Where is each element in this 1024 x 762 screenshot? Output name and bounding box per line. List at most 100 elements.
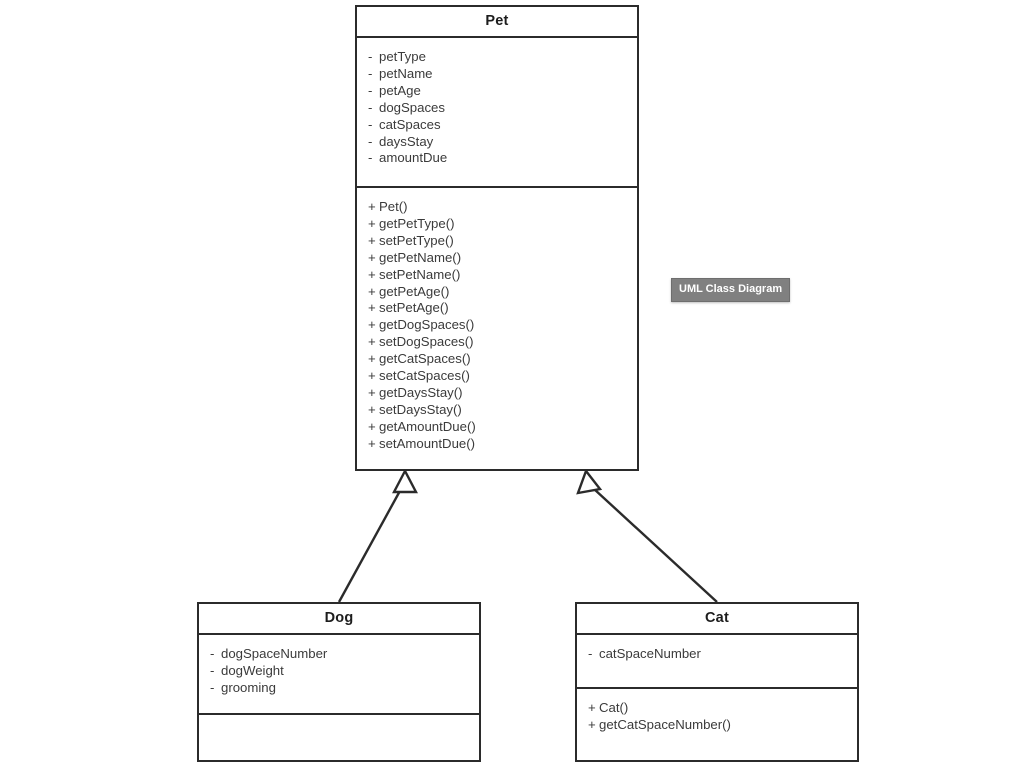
method-row: +getPetName() [357, 250, 637, 267]
visibility-marker: + [588, 716, 596, 732]
visibility-marker: - [368, 99, 373, 115]
visibility-marker: + [368, 435, 376, 451]
attribute-label: dogSpaces [379, 99, 445, 115]
method-row: +Pet() [357, 199, 637, 216]
visibility-marker: + [368, 300, 376, 316]
method-label: getCatSpaces() [379, 351, 471, 367]
attribute-label: petType [379, 49, 426, 64]
visibility-marker: + [368, 384, 376, 400]
generalization-cat-to-pet [576, 468, 718, 603]
visibility-marker: - [210, 679, 215, 695]
class-name-cat: Cat [577, 604, 857, 635]
method-label: Cat() [599, 700, 629, 715]
attribute-row: -petName [357, 66, 637, 83]
attribute-row: -daysStay [357, 134, 637, 151]
method-label: getCatSpaceNumber() [599, 716, 731, 732]
visibility-marker: + [368, 401, 376, 417]
visibility-marker: - [368, 150, 373, 166]
method-row: +Cat() [577, 700, 857, 717]
attribute-label: petName [379, 65, 433, 81]
method-label: getDogSpaces() [379, 317, 475, 333]
visibility-marker: - [368, 82, 373, 98]
visibility-marker: + [368, 199, 376, 214]
attributes-compartment-cat: -catSpaceNumber [577, 635, 857, 687]
attribute-label: grooming [221, 679, 276, 695]
method-label: getPetType() [379, 215, 455, 231]
method-row: +setCatSpaces() [357, 368, 637, 385]
visibility-marker: + [368, 266, 376, 282]
method-row: +getCatSpaceNumber() [577, 717, 857, 734]
method-label: setDaysStay() [379, 401, 462, 417]
method-label: getAmountDue() [379, 418, 476, 434]
visibility-marker: - [588, 646, 593, 661]
visibility-marker: + [368, 317, 376, 333]
diagram-canvas: Pet -petType -petName -petAge -dogSpaces… [197, 5, 859, 762]
visibility-marker: - [368, 116, 373, 132]
method-label: setDogSpaces() [379, 334, 474, 350]
methods-compartment-dog [199, 713, 479, 738]
visibility-marker: + [368, 418, 376, 434]
class-box-pet[interactable]: Pet -petType -petName -petAge -dogSpaces… [355, 5, 639, 471]
attribute-label: petAge [379, 82, 421, 98]
method-row: +setPetType() [357, 233, 637, 250]
class-box-cat[interactable]: Cat -catSpaceNumber +Cat() +getCatSpaceN… [575, 602, 859, 762]
method-label: setPetAge() [379, 300, 449, 316]
visibility-marker: - [210, 646, 215, 661]
method-label: setPetType() [379, 232, 454, 248]
attributes-compartment-dog: -dogSpaceNumber -dogWeight -grooming [199, 635, 479, 713]
method-label: getPetAge() [379, 283, 450, 299]
visibility-marker: + [368, 351, 376, 367]
attribute-label: amountDue [379, 150, 448, 166]
attribute-label: dogWeight [221, 662, 284, 678]
method-row: +setDogSpaces() [357, 334, 637, 351]
method-row: +setAmountDue() [357, 436, 637, 453]
visibility-marker: + [368, 249, 376, 265]
method-row: +setPetAge() [357, 300, 637, 317]
visibility-marker: + [368, 215, 376, 231]
attribute-label: catSpaces [379, 116, 441, 132]
class-box-dog[interactable]: Dog -dogSpaceNumber -dogWeight -grooming [197, 602, 481, 762]
attribute-row: -dogSpaces [357, 100, 637, 117]
method-label: setPetName() [379, 266, 461, 282]
attribute-row: -dogSpaceNumber [199, 646, 479, 663]
method-row: +getDogSpaces() [357, 317, 637, 334]
method-label: setAmountDue() [379, 435, 476, 451]
attribute-label: dogSpaceNumber [221, 646, 328, 661]
attribute-label: catSpaceNumber [599, 646, 701, 661]
method-row: +getDaysStay() [357, 385, 637, 402]
attribute-row: -petAge [357, 83, 637, 100]
visibility-marker: - [368, 133, 373, 149]
visibility-marker: - [210, 662, 215, 678]
visibility-marker: + [368, 368, 376, 384]
method-row: +getPetType() [357, 216, 637, 233]
visibility-marker: + [588, 700, 596, 715]
method-row: +setDaysStay() [357, 402, 637, 419]
method-row: +getAmountDue() [357, 419, 637, 436]
method-label: getDaysStay() [379, 384, 463, 400]
methods-compartment-cat: +Cat() +getCatSpaceNumber() [577, 687, 857, 746]
visibility-marker: + [368, 334, 376, 350]
method-row: +setPetName() [357, 267, 637, 284]
method-row: +getCatSpaces() [357, 351, 637, 368]
attribute-row: -dogWeight [199, 663, 479, 680]
generalization-dog-to-pet [337, 468, 418, 603]
method-label: Pet() [379, 199, 408, 214]
visibility-marker: + [368, 232, 376, 248]
attribute-label: daysStay [379, 133, 434, 149]
visibility-marker: - [368, 65, 373, 81]
attribute-row: -petType [357, 49, 637, 66]
attribute-row: -grooming [199, 680, 479, 697]
methods-compartment-pet: +Pet() +getPetType() +setPetType() +getP… [357, 186, 637, 465]
tooltip-uml-class-diagram: UML Class Diagram [671, 278, 791, 302]
attribute-row: -catSpaces [357, 117, 637, 134]
method-label: setCatSpaces() [379, 368, 470, 384]
class-name-pet: Pet [357, 7, 637, 38]
visibility-marker: - [368, 49, 373, 64]
class-name-dog: Dog [199, 604, 479, 635]
visibility-marker: + [368, 283, 376, 299]
method-label: getPetName() [379, 249, 462, 265]
attribute-row: -amountDue [357, 150, 637, 167]
method-row: +getPetAge() [357, 284, 637, 301]
attribute-row: -catSpaceNumber [577, 646, 857, 663]
attributes-compartment-pet: -petType -petName -petAge -dogSpaces -ca… [357, 38, 637, 186]
